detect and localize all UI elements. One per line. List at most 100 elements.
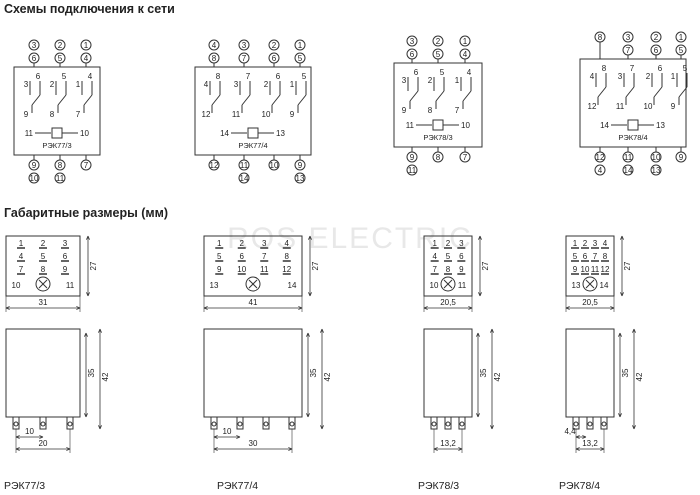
dims-3-top-pin-label: 9 (459, 265, 464, 274)
dims-2-top-pin-label: 5 (217, 252, 222, 261)
schematic-4-bottom-pin-number: 13 (652, 166, 661, 175)
schematic-4-bottom-pin-number: 4 (598, 166, 603, 175)
dims-3-body-height-arrow (476, 413, 480, 418)
dims-4-top-pin-label: 7 (593, 252, 598, 261)
dims-1-pitch-arrow (15, 435, 20, 439)
dims-3-terminal-hole (445, 421, 451, 427)
dims-1-depth-value: 27 (89, 261, 98, 270)
schematic-1-contact-label: 1 (76, 80, 81, 89)
schematic-2-contact-label: 4 (204, 80, 209, 89)
dims-4-coil-label: 14 (600, 281, 609, 290)
dims-4-total-height-arrow (632, 328, 636, 333)
dims-1-body-height-value: 35 (87, 368, 96, 377)
dims-4-total-height-arrow (632, 425, 636, 430)
schematic-2-bottom-pin-number: 9 (298, 161, 303, 170)
schematic-3-top-pin (406, 35, 418, 47)
dims-4-side-view (565, 328, 615, 418)
schematic-4-contact-label: 10 (644, 102, 653, 111)
dims-3-total-height-arrow (490, 328, 494, 333)
schematic-2-top-pin (238, 39, 250, 51)
dims-4-depth-arrow (620, 292, 624, 297)
schematic-1-bottom-pin-number: 10 (30, 174, 39, 183)
dims-1-coil-label: 11 (66, 281, 75, 290)
dims-1-top-view (5, 235, 81, 297)
caption-rek78-3: РЭК78/3 (418, 480, 460, 492)
schematic-3-top-pin-number: 3 (410, 37, 415, 46)
schematic-2-top-pin (268, 39, 280, 51)
schematic-3-switch-blade (435, 90, 445, 102)
schematic-4-contact-label: 1 (671, 72, 676, 81)
schematic-4-bottom-pin (594, 164, 606, 176)
schematic-1-contact-label: 7 (76, 110, 81, 119)
schematic-2-top-pin-number: 5 (298, 54, 303, 63)
dims-2-span-value: 30 (249, 439, 258, 448)
schematic-2-switch-blade (241, 94, 251, 106)
schematic-4-contact-label: 9 (671, 102, 676, 111)
schematic-4-contact-label: 8 (602, 64, 607, 73)
dims-1-terminal-hole (13, 421, 19, 427)
dims-2-top-pin-label: 8 (285, 252, 290, 261)
dims-1-span-value: 20 (39, 439, 48, 448)
dims-4-top-pin-label: 11 (591, 265, 600, 274)
schematic-2-bottom-pin (294, 172, 306, 184)
schematic-4-bottom-pin-number: 12 (596, 153, 605, 162)
schematic-2-bottom-pin (208, 159, 220, 171)
dims-1-top-pin-label: 2 (41, 239, 46, 248)
schematic-4-bottom-pin-number: 9 (679, 153, 684, 162)
schematic-2-housing (194, 66, 312, 156)
schematic-2-bottom-pin-number: 10 (270, 161, 279, 170)
schematic-2-switch-blade (211, 94, 221, 106)
schematic-2-bottom-pin-number: 13 (296, 174, 305, 183)
caption-rek77-3: РЭК77/3 (4, 480, 46, 492)
dims-1-width-value: 31 (39, 298, 48, 307)
schematic-4-contact-label: 12 (588, 102, 597, 111)
dims-2-top-pin-label: 2 (240, 239, 245, 248)
schematic-4-coil-label: 14 (600, 121, 609, 130)
dims-2-side-view (203, 328, 303, 418)
schematic-4-switch-blade (653, 86, 663, 98)
dims-1-top-pin-label: 8 (41, 265, 46, 274)
schematic-2-contact-label: 12 (202, 110, 211, 119)
schematic-2-model-label: РЭК77/4 (238, 141, 267, 150)
dims-3-span-value: 13,2 (440, 439, 456, 448)
dims-3-terminal-hole (459, 421, 465, 427)
dims-2-body-height-value: 35 (309, 368, 318, 377)
schematic-1-bottom-pin-number: 7 (84, 161, 89, 170)
dims-4-pitch-arrow (582, 435, 587, 439)
dims-2-terminal (262, 416, 270, 430)
dims-3-coil-label: 10 (430, 281, 439, 290)
schematic-1-contact-label: 9 (24, 110, 29, 119)
dims-3-top-view (423, 235, 473, 297)
schematic-1-bottom-pin (54, 159, 66, 171)
schematic-2-contact-label: 1 (290, 80, 295, 89)
dims-3-width-arrow (468, 306, 473, 310)
schematic-1-top-pin (80, 39, 92, 51)
schematic-4-bottom-pin (675, 151, 687, 163)
schematic-4-top-pin (622, 31, 634, 43)
dims-1-pitch-value: 10 (25, 427, 34, 436)
dims-1-indicator-cross (38, 279, 48, 289)
dims-4-width-value: 20,5 (582, 298, 598, 307)
schematic-4-switch-blade (597, 86, 607, 98)
dims-3-total-height-value: 42 (493, 372, 502, 381)
schematic-4-top-pin-number: 8 (598, 33, 603, 42)
dims-3-indicator-icon (440, 276, 456, 292)
dims-2-coil-label: 14 (288, 281, 297, 290)
schematic-1-housing (13, 66, 101, 156)
schematic-2-contact-label: 3 (234, 80, 239, 89)
schematic-3-top-pin-number: 4 (463, 50, 468, 59)
dims-2-coil-label: 13 (210, 281, 219, 290)
dims-4-span-value: 13,2 (582, 439, 598, 448)
schematic-4-top-pin-number: 2 (654, 33, 659, 42)
schematic-3-bottom-pin (406, 151, 418, 163)
dims-2-top-pin-label: 9 (217, 265, 222, 274)
dims-1-total-height-value: 42 (101, 372, 110, 381)
schematic-1-top-pin (28, 39, 40, 51)
dims-1-span-arrow (66, 447, 71, 451)
schematic-2-top-pin-number: 3 (242, 41, 247, 50)
dims-2-terminal-hole (289, 421, 295, 427)
dims-4-top-pin-label: 1 (573, 239, 578, 248)
schematic-3-contact-label: 7 (455, 106, 460, 115)
dims-1-top-pin-label: 3 (63, 239, 68, 248)
schematic-3-top-pin-number: 5 (436, 50, 441, 59)
